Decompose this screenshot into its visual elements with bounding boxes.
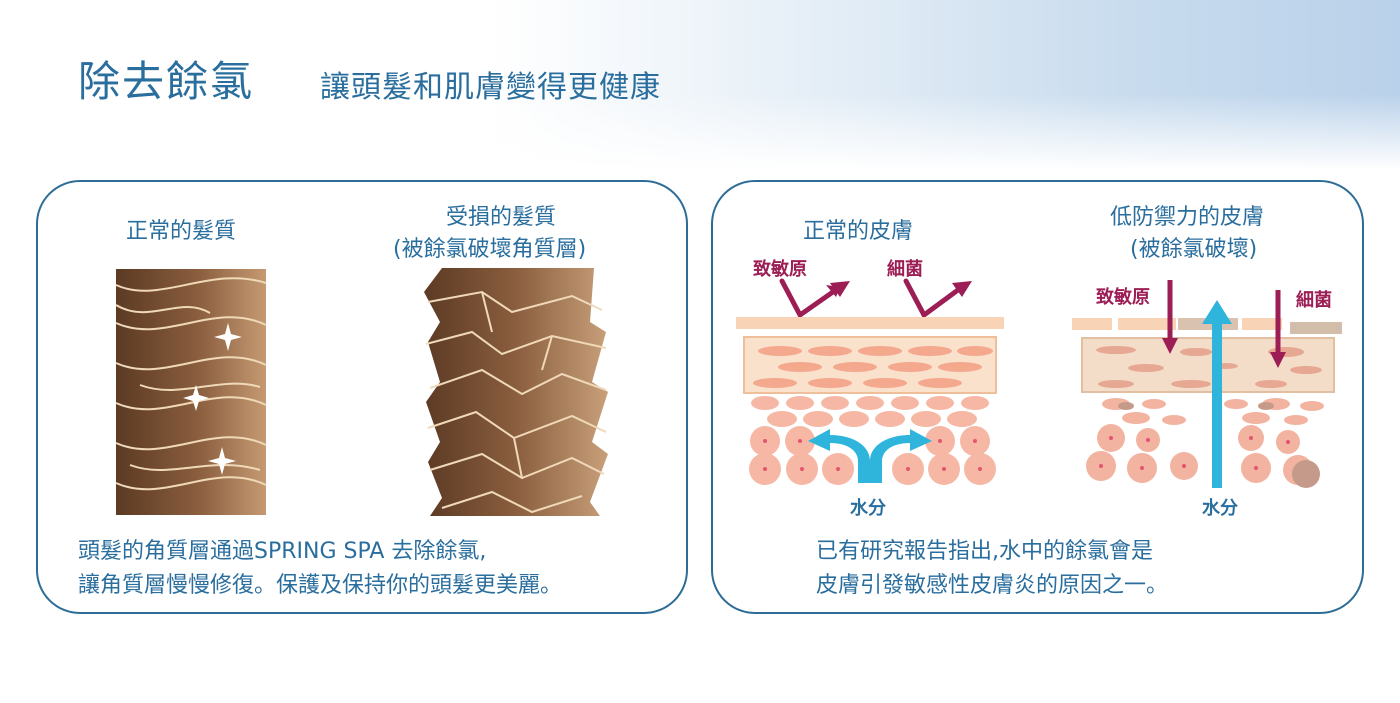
hair-caption-line-1: 頭髮的角質層通過SPRING SPA 去除餘氯, (78, 539, 487, 564)
bacteria-label-weak: 細菌 (1296, 290, 1332, 311)
normal-skin-label: 正常的皮膚 (803, 219, 914, 244)
damaged-hair-label: 受損的髮質 (446, 205, 557, 230)
hair-caption-line-2: 讓角質層慢慢修復。保護及保持你的頭髮更美麗。 (78, 573, 563, 598)
normal-hair-illustration (115, 269, 267, 515)
damaged-hair-sublabel: (被餘氯破壞角質層) (393, 237, 587, 262)
weak-skin-sublabel: (被餘氯破壞) (1130, 237, 1258, 262)
normal-skin-illustration (736, 278, 1004, 485)
page-subtitle: 讓頭髮和肌膚變得更健康 (320, 70, 661, 105)
damaged-hair-illustration (424, 268, 608, 516)
page-title: 除去餘氯 (78, 57, 255, 106)
skin-caption-line-1: 已有研究報告指出,水中的餘氯會是 (816, 539, 1153, 564)
header-banner (0, 0, 1400, 170)
moisture-label-weak: 水分 (1202, 498, 1238, 519)
weak-skin-label: 低防禦力的皮膚 (1110, 205, 1265, 230)
bacteria-label-normal: 細菌 (887, 259, 923, 280)
moisture-label-normal: 水分 (850, 498, 886, 519)
allergen-label-normal: 致敏原 (753, 259, 807, 280)
allergen-label-weak: 致敏原 (1096, 287, 1150, 308)
skin-panel (711, 180, 1364, 614)
weak-skin-illustration (1072, 280, 1342, 488)
normal-hair-label: 正常的髮質 (126, 219, 237, 244)
skin-caption-line-2: 皮膚引發敏感性皮膚炎的原因之一。 (816, 573, 1169, 598)
